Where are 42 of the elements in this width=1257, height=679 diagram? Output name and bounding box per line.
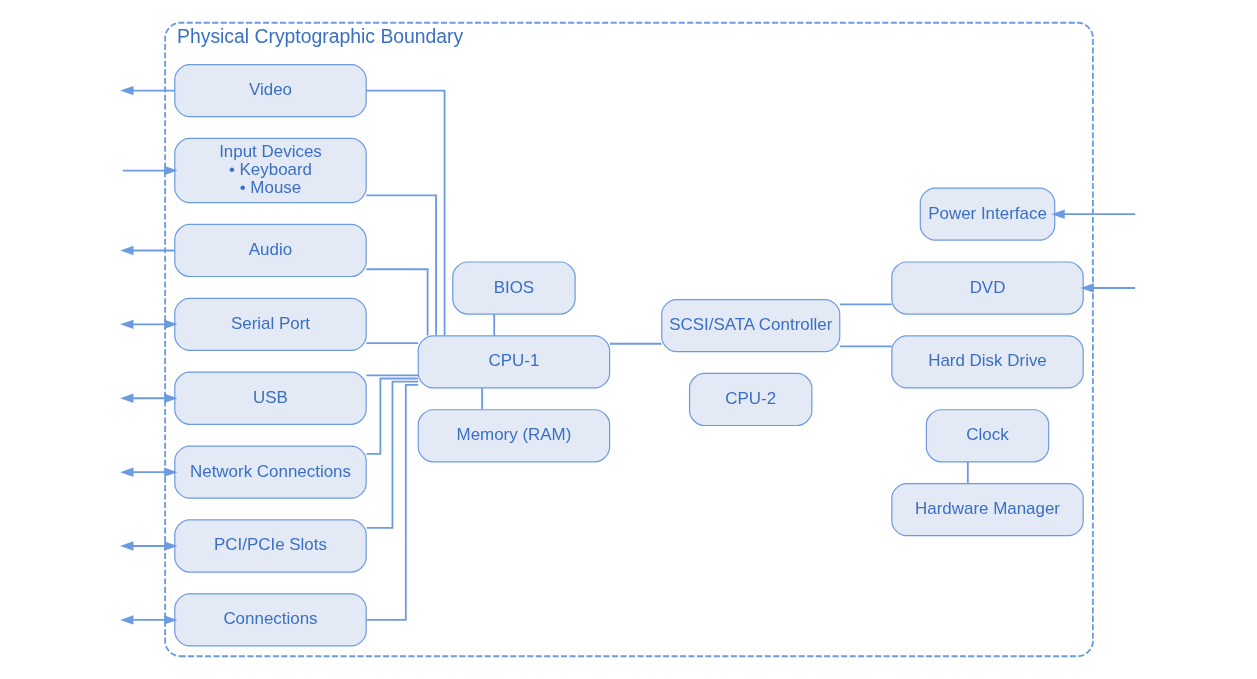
- node-box: Connections: [173, 593, 367, 647]
- arrow: [119, 393, 178, 403]
- connector: [365, 380, 419, 529]
- node-box: BIOS: [451, 261, 576, 315]
- node-box: Audio: [173, 223, 367, 278]
- node-box: PCI/PCIe Slots: [173, 519, 367, 573]
- connector: [838, 345, 893, 348]
- node-box: Clock: [925, 409, 1049, 463]
- connector: [364, 194, 437, 337]
- node-box: Hardware Manager: [890, 483, 1084, 537]
- arrow: [119, 615, 178, 625]
- node-box: USB: [173, 371, 367, 425]
- arrow: [1050, 209, 1136, 219]
- connector: [365, 268, 428, 337]
- arrow: [119, 85, 176, 96]
- connector: [365, 377, 419, 455]
- arrow: [119, 245, 176, 256]
- arrow: [119, 319, 178, 330]
- node-box: Memory (RAM): [417, 409, 610, 463]
- connector: [364, 383, 419, 621]
- arrow: [1079, 283, 1136, 293]
- node-box: Network Connections: [173, 445, 367, 499]
- node-box: SCSI/SATA Controller: [660, 298, 840, 353]
- connector: [364, 374, 419, 377]
- connector: [608, 342, 662, 345]
- node-box: Power Interface: [919, 187, 1055, 241]
- arrow: [119, 541, 178, 551]
- node-box: Input Devices • Keyboard • Mouse: [173, 137, 367, 204]
- connector: [838, 303, 893, 306]
- connector: [480, 387, 483, 411]
- node-box: Video: [173, 63, 367, 118]
- connector: [364, 89, 445, 337]
- connector: [966, 461, 969, 485]
- node-box: CPU-1: [417, 335, 610, 389]
- node-box: Hard Disk Drive: [890, 335, 1084, 389]
- connector: [364, 342, 419, 345]
- arrow: [119, 467, 178, 477]
- node-box: CPU-2: [688, 372, 812, 427]
- arrow: [121, 165, 178, 176]
- node-box: DVD: [890, 261, 1084, 315]
- connector: [492, 313, 495, 337]
- node-box: Serial Port: [173, 297, 367, 351]
